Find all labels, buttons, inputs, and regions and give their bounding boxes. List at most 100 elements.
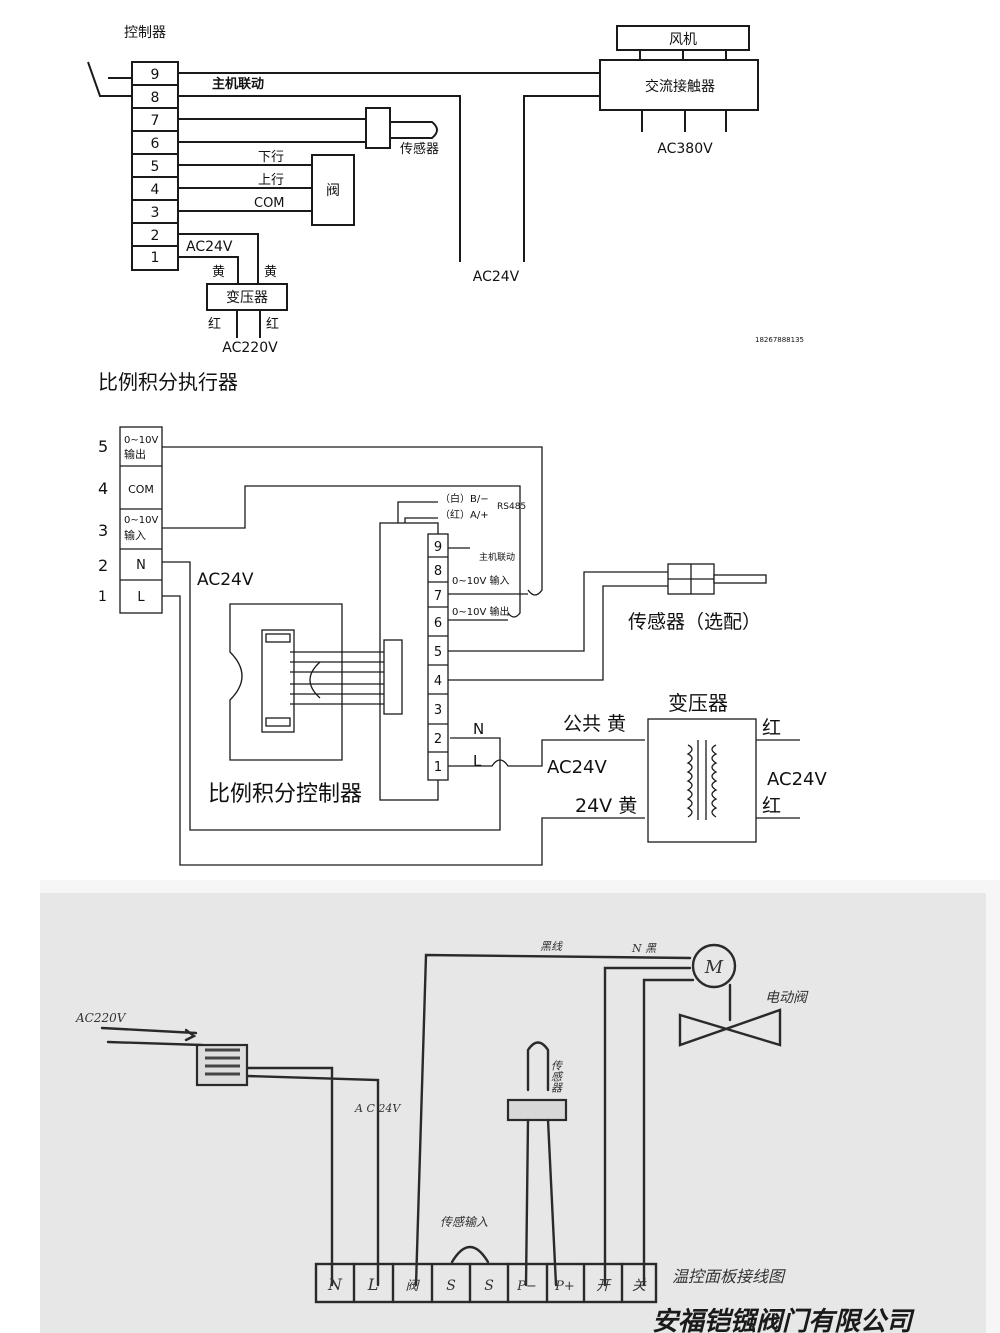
controller-title: 控制器: [124, 25, 166, 41]
sensor-wire-b: [448, 585, 668, 681]
arrow-icon: [184, 1028, 197, 1042]
hand-terminal-pplus: P+: [554, 1279, 575, 1294]
hand-terminal-open: 开: [596, 1278, 612, 1294]
red-label-1: 红: [208, 316, 221, 332]
left-label-output-2: 输出: [124, 447, 146, 461]
fan-box: [616, 25, 750, 51]
valve-hand-icon: [678, 1008, 782, 1047]
sensor-input-label: 传感输入: [440, 1215, 488, 1229]
transformer-label-2: 变压器: [668, 691, 728, 715]
l-wire: [162, 595, 645, 866]
terminal-4: 4: [151, 182, 160, 198]
common-yellow-label: 公共 黄: [563, 713, 626, 735]
l-label-2: L: [473, 752, 482, 770]
n-label-2: N: [473, 720, 484, 738]
sensor-body: [365, 107, 391, 149]
in-label: 0~10V 输入: [452, 574, 510, 587]
contactor-coil-wire: [523, 95, 600, 262]
hand-terminal-s1: S: [446, 1278, 456, 1294]
left-label-com: COM: [128, 483, 154, 496]
n-black-label: N 黑: [631, 942, 657, 955]
black-wire-label: 黑线: [540, 940, 563, 953]
diagram-controller: 控制器 9 8 7 6 5 4 3 2 1 主机联动: [87, 25, 804, 356]
terminal-6: 6: [151, 136, 160, 152]
input-wire: [162, 485, 521, 618]
linkage-label-2: 主机联动: [479, 551, 515, 563]
sensor-label: 传感器: [400, 141, 439, 157]
ribbon-bend: [309, 661, 321, 699]
left-terminal-block: 0~10V 输出 COM 0~10V 输入 N L: [119, 426, 163, 614]
terminal-5: 5: [151, 159, 160, 175]
out-label: 0~10V 输出: [452, 605, 510, 618]
ac220-hand-label: AC220V: [75, 1011, 127, 1025]
left-num-3: 3: [98, 521, 108, 540]
rs485-label: RS485: [497, 502, 526, 512]
sensor-hand-wires: [524, 1118, 558, 1287]
yellow-label-1: 黄: [212, 265, 225, 280]
rs485-wire-b: [397, 501, 438, 523]
sensor-probe-icon: [713, 574, 767, 584]
transformer-coil-left: [686, 744, 693, 818]
linkage-wire-8: [178, 95, 461, 262]
contactor-box: [599, 59, 759, 111]
transformer-box-1: [206, 283, 288, 311]
yellow-label-2: 黄: [264, 265, 277, 280]
contactor-label: 交流接触器: [645, 78, 715, 95]
sensor-hand-label: 传感器: [549, 1060, 563, 1093]
ac220-label: AC220V: [222, 340, 278, 356]
down-label: 下行: [258, 150, 284, 165]
red-label-4: 红: [762, 795, 781, 817]
transformer-label-1: 变压器: [226, 290, 268, 306]
terminal-3: 3: [151, 205, 160, 221]
pi-actuator-title: 比例积分执行器: [98, 370, 238, 394]
hand-terminal-close: 关: [632, 1278, 647, 1294]
terminal-9: 9: [151, 67, 160, 83]
terminal-2: 2: [151, 228, 160, 244]
sensor-probe-icon: [390, 121, 438, 139]
left-num-1: 1: [98, 589, 107, 605]
valve-label: 阀: [326, 183, 340, 199]
terminal-8: 8: [151, 90, 160, 106]
v24-yellow-label: 24V 黄: [575, 795, 637, 817]
left-label-input: 0~10V: [124, 515, 158, 526]
ac24-left-label-2: AC24V: [197, 570, 254, 590]
pi-controller-label: 比例积分控制器: [208, 782, 362, 807]
t2-6: 6: [434, 616, 442, 631]
diagram-pi-actuator: 比例积分执行器 0~10V 输出 COM 0~10V 输入 N L 5 4 3 …: [98, 370, 827, 866]
ac24-mid-label: AC24V: [473, 269, 520, 285]
transformer-coil-right: [711, 744, 718, 818]
panel-label: 温控面板接线图: [672, 1267, 786, 1286]
com-label: COM: [254, 196, 285, 211]
output-wire: [162, 446, 543, 596]
ribbon-connector: [383, 639, 403, 715]
hand-terminal-strip: N L 阀 S S P− P+ 开 关: [314, 1262, 658, 1304]
n-wire: [162, 561, 501, 831]
open-wire: [603, 966, 692, 1287]
hand-terminal-pminus: P−: [516, 1279, 537, 1294]
terminal-1: 1: [151, 250, 160, 266]
hand-terminal-n: N: [327, 1275, 343, 1294]
t2-3: 3: [434, 703, 442, 718]
left-label-input-2: 输入: [124, 528, 146, 542]
sensor-wire-a: [448, 571, 668, 652]
red-label-3: 红: [762, 717, 781, 739]
linkage-label: 主机联动: [212, 76, 264, 92]
black-wire: [414, 953, 692, 1287]
t2-9: 9: [434, 540, 442, 555]
ac24-mid-label-2: AC24V: [547, 757, 607, 778]
diagram-thermostat-photo: AC220V A C 24V 黑线 N 黑 M 电动阀 传感器 传感输入: [0, 880, 1000, 1333]
switch-icon: [87, 61, 132, 97]
valve-box: [311, 154, 355, 226]
rs485-white: （白）B/−: [440, 492, 489, 505]
phone-number: 18267888135: [755, 336, 804, 344]
terminal-column-2: [427, 533, 449, 781]
ac24-left-label: AC24V: [186, 239, 233, 255]
motor-icon: [691, 943, 737, 989]
terminal-7: 7: [151, 113, 160, 129]
left-num-5: 5: [98, 437, 108, 456]
t2-8: 8: [434, 564, 442, 579]
hand-terminal-valve: 阀: [405, 1279, 420, 1294]
sensor-hand-clamp: [506, 1098, 568, 1122]
sensor-optional-label: 传感器（选配）: [628, 611, 761, 633]
transformer-box-2: [647, 718, 757, 843]
